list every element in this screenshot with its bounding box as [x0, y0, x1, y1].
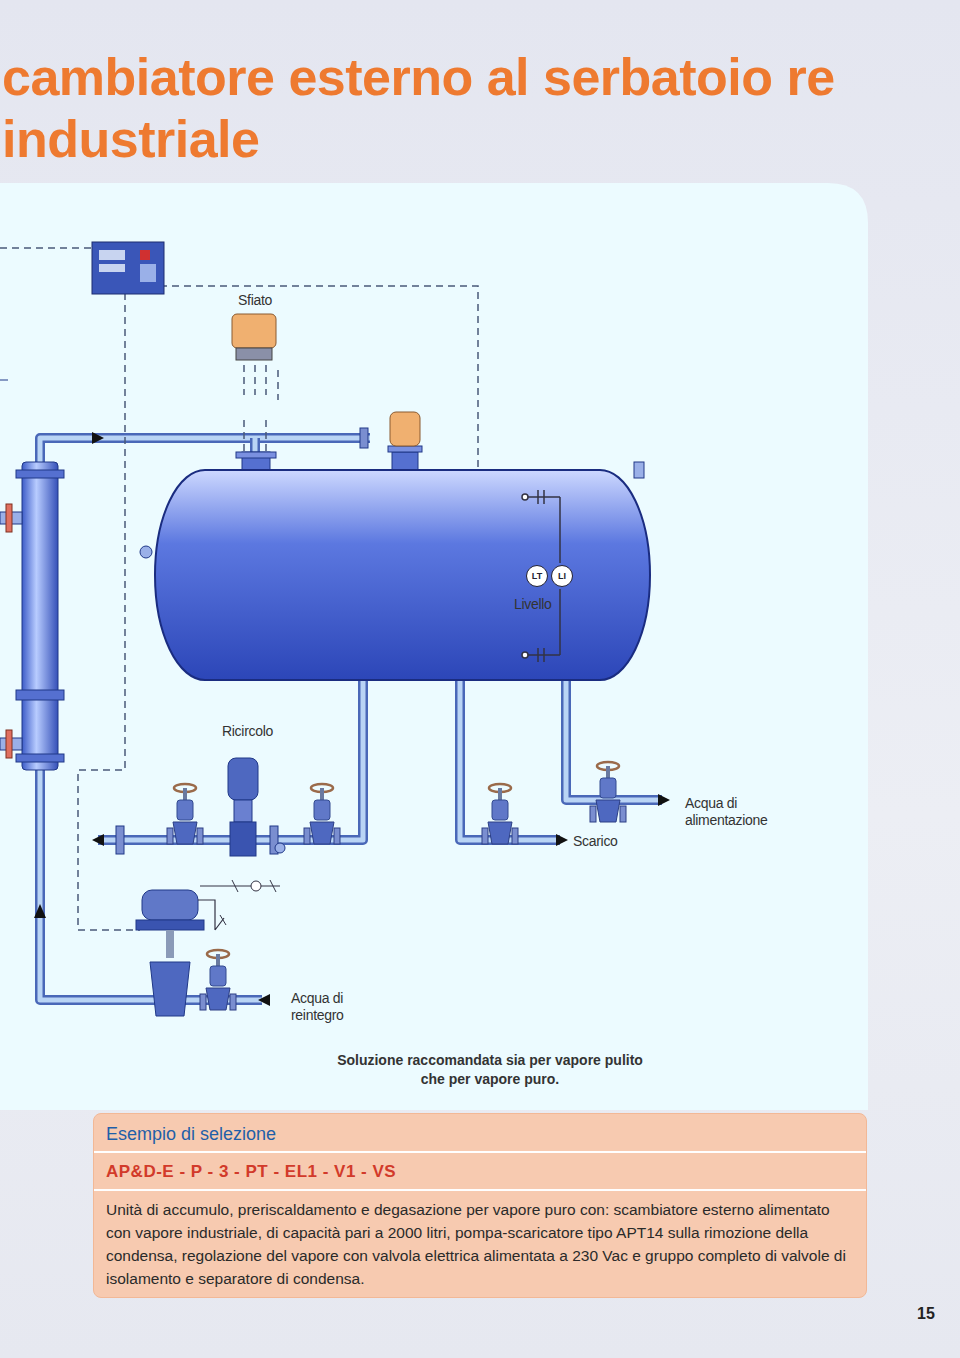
model-code: AP&D-E - P - 3 - PT - EL1 - V1 - VS	[94, 1153, 866, 1191]
control-panel	[92, 242, 164, 294]
panel-ground	[0, 183, 868, 1110]
instrument-tag: LI	[558, 571, 566, 581]
description: Unità di accumulo, preriscaldamento e de…	[94, 1191, 866, 1297]
pipe	[460, 680, 560, 840]
instrument-bubble: LT	[526, 565, 548, 587]
caption: Soluzione raccomandata sia per vapore pu…	[335, 1051, 645, 1089]
page-number: 15	[917, 1305, 935, 1322]
pipe	[253, 438, 258, 452]
pipework	[40, 428, 662, 1000]
part-label: Scarico	[573, 833, 618, 850]
instrument-bubble: LI	[551, 565, 573, 587]
control-valve	[136, 880, 280, 1016]
flow-arrows	[34, 432, 670, 1006]
pipe	[40, 438, 370, 462]
pipe	[460, 680, 560, 840]
vent-device	[232, 314, 276, 360]
flange	[360, 428, 368, 448]
part-label: Acqua di alimentazione	[685, 795, 775, 829]
part-label: Acqua di reintegro	[291, 990, 371, 1024]
part-label: Livello	[514, 596, 552, 613]
selection-box: Esempio di selezioneAP&D-E - P - 3 - PT …	[93, 1113, 867, 1298]
page-title: cambiatore esterno al serbatoio re indus…	[2, 46, 882, 170]
part-label: Ricircolo	[222, 723, 273, 740]
heat-exchanger	[0, 380, 152, 770]
pipe	[40, 438, 370, 462]
part-label: Sfiato	[238, 292, 272, 309]
storage-tank	[155, 412, 650, 680]
instrument-tag: LT	[532, 571, 542, 581]
selection-heading: Esempio di selezione	[94, 1114, 866, 1153]
pipe	[250, 438, 260, 452]
pump	[116, 758, 285, 856]
